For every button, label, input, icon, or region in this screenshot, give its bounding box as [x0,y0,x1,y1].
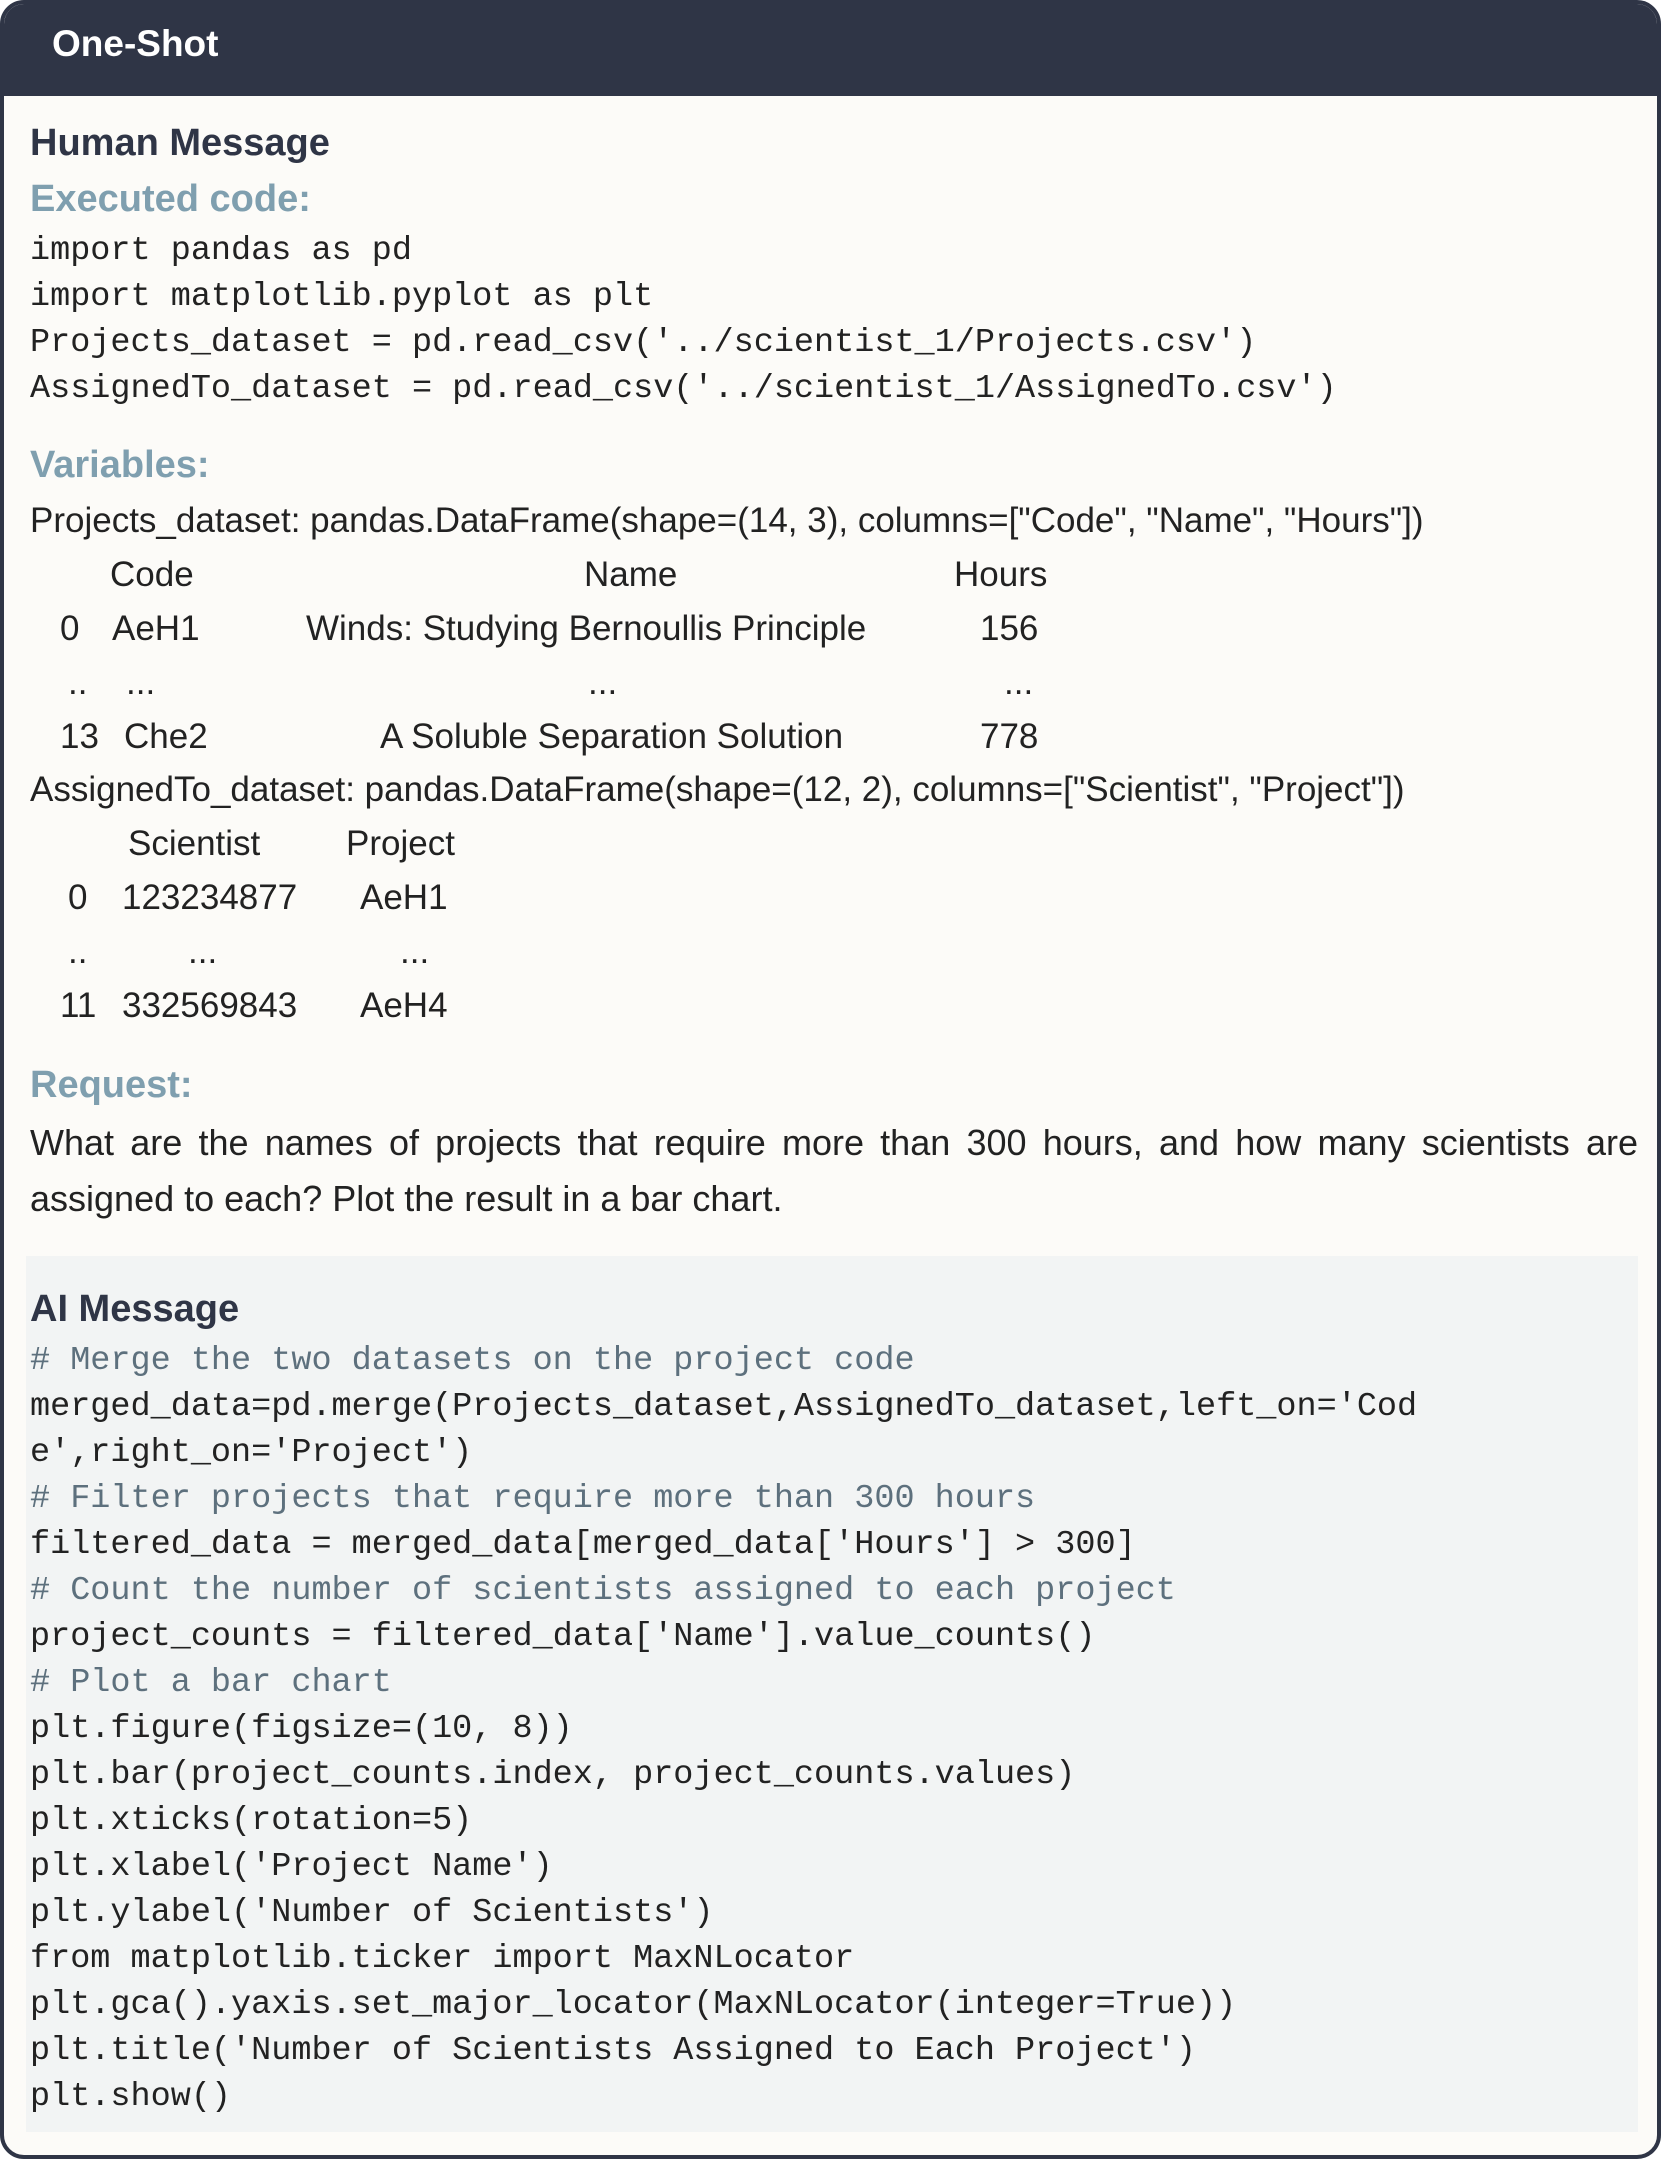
ai-code-comment: # Merge the two datasets on the project … [30,1342,915,1380]
ai-code-line: project_counts = filtered_data['Name'].v… [30,1618,1096,1656]
projects-header-code: Code [110,555,194,594]
assigned-header-project: Project [346,824,455,863]
projects-row-code: ... [126,663,156,702]
assigned-dataset-desc: AssignedTo_dataset: pandas.DataFrame(sha… [30,770,1405,809]
assigned-row-scientist: 123234877 [122,878,298,917]
projects-row-name: A Soluble Separation Solution [380,717,844,756]
ai-code-line: from matplotlib.ticker import MaxNLocato… [30,1940,855,1978]
assigned-row-index: 11 [60,986,97,1025]
card-header: One-Shot [4,4,1657,96]
ai-code-line: plt.show() [30,2078,232,2116]
ai-code-line: plt.xticks(rotation=5) [30,1802,473,1840]
projects-row-code: AeH1 [112,609,200,648]
projects-header-hours: Hours [954,555,1048,594]
ai-message-heading: AI Message [30,1288,240,1330]
ai-code-comment: # Count the number of scientists assigne… [30,1572,1176,1610]
projects-row-hours: 778 [980,717,1039,756]
assigned-row-scientist: ... [188,932,218,971]
executed-code-line: import matplotlib.pyplot as plt [30,278,654,316]
projects-row-index: .. [68,663,88,702]
projects-row-index: 13 [60,717,99,756]
executed-code-label: Executed code: [30,178,311,220]
assigned-row-project: ... [400,932,430,971]
request-text: What are the names of projects that requ… [30,1122,1638,1219]
projects-dataset-desc: Projects_dataset: pandas.DataFrame(shape… [30,501,1424,540]
assigned-row-project: AeH1 [360,878,448,917]
request-label: Request: [30,1064,193,1106]
ai-message-panel: AI Message # Merge the two datasets on t… [26,1256,1638,2132]
projects-row-name: Winds: Studying Bernoullis Principle [306,609,867,648]
ai-code-line: plt.figure(figsize=(10, 8)) [30,1710,573,1748]
ai-code-comment: # Plot a bar chart [30,1664,392,1702]
executed-code-line: Projects_dataset = pd.read_csv('../scien… [30,324,1257,362]
ai-code-line: plt.title('Number of Scientists Assigned… [30,2032,1196,2070]
executed-code-line: import pandas as pd [30,232,412,270]
assigned-row-scientist: 332569843 [122,986,298,1025]
projects-row-code: Che2 [124,717,208,756]
assigned-row-project: AeH4 [360,986,448,1025]
variables-label: Variables: [30,444,210,486]
human-message-heading: Human Message [30,122,330,164]
ai-code-line: merged_data=pd.merge(Projects_dataset,As… [30,1388,1418,1426]
projects-row-hours: 156 [980,609,1039,648]
ai-code-line: plt.ylabel('Number of Scientists') [30,1894,714,1932]
executed-code-line: AssignedTo_dataset = pd.read_csv('../sci… [30,370,1337,408]
ai-code-comment: # Filter projects that require more than… [30,1480,1036,1518]
assigned-row-index: .. [68,932,88,971]
projects-header-name: Name [584,555,678,594]
ai-code-line: plt.xlabel('Project Name') [30,1848,553,1886]
ai-code-line: filtered_data = merged_data[merged_data[… [30,1526,1136,1564]
ai-code-line: e',right_on='Project') [30,1434,473,1472]
projects-row-hours: ... [1004,663,1034,702]
ai-code-line: plt.gca().yaxis.set_major_locator(MaxNLo… [30,1986,1237,2024]
card-title: One-Shot [52,23,219,64]
projects-row-index: 0 [60,609,80,648]
assigned-row-index: 0 [68,878,88,917]
assigned-header-scientist: Scientist [128,824,261,863]
ai-code-line: plt.bar(project_counts.index, project_co… [30,1756,1076,1794]
projects-row-name: ... [588,663,618,702]
